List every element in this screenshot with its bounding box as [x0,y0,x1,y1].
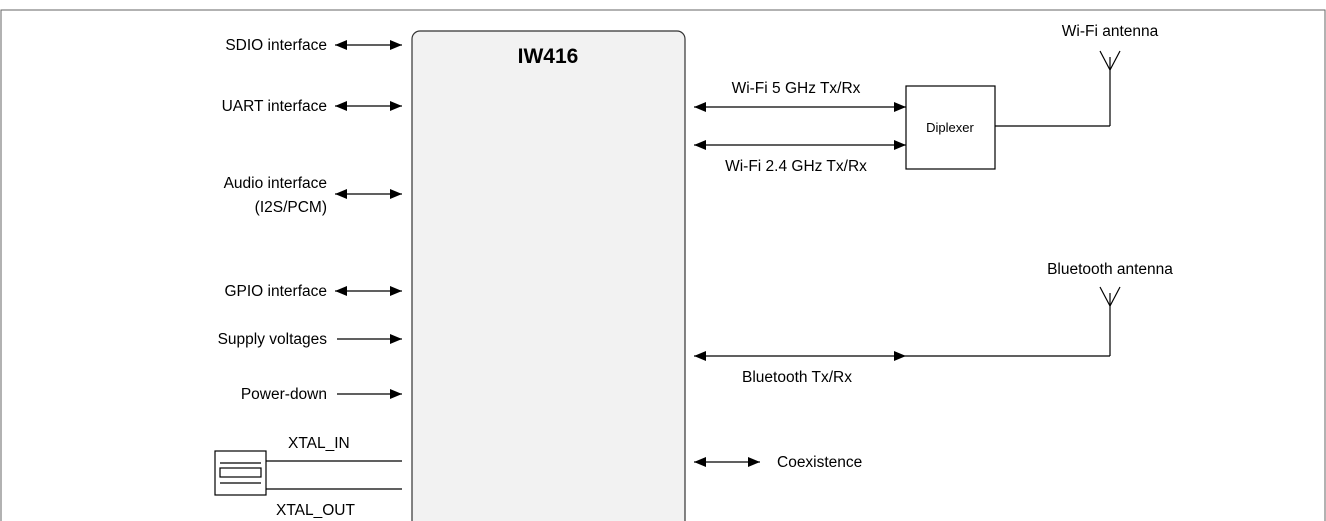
powerdown-label: Power-down [241,386,327,403]
diplexer-block [905,85,996,170]
gpio-label: GPIO interface [224,283,327,300]
bt-antenna-label: Bluetooth antenna [1047,261,1173,278]
coex-label: Coexistence [777,454,862,471]
wifi5-label: Wi-Fi 5 GHz Tx/Rx [732,80,861,97]
xtal-in-label: XTAL_IN [288,435,350,452]
chip-title: IW416 [518,45,579,68]
uart-label: UART interface [222,98,327,115]
xtal-out-label: XTAL_OUT [276,502,355,519]
bt-label: Bluetooth Tx/Rx [742,369,852,386]
diplexer-label: Diplexer [926,120,974,135]
bt-antenna-icon [1099,286,1121,356]
audio-label-line2: (I2S/PCM) [255,199,327,216]
audio-label-line1: Audio interface [224,175,327,192]
supply-label: Supply voltages [218,331,328,348]
chip-block [411,30,686,521]
wifi-antenna-label: Wi-Fi antenna [1062,23,1159,40]
wifi24-label: Wi-Fi 2.4 GHz Tx/Rx [725,158,867,175]
wifi-antenna-icon [1099,50,1121,126]
crystal-icon [214,450,267,496]
sdio-label: SDIO interface [225,37,327,54]
diagram-frame [0,9,1326,521]
